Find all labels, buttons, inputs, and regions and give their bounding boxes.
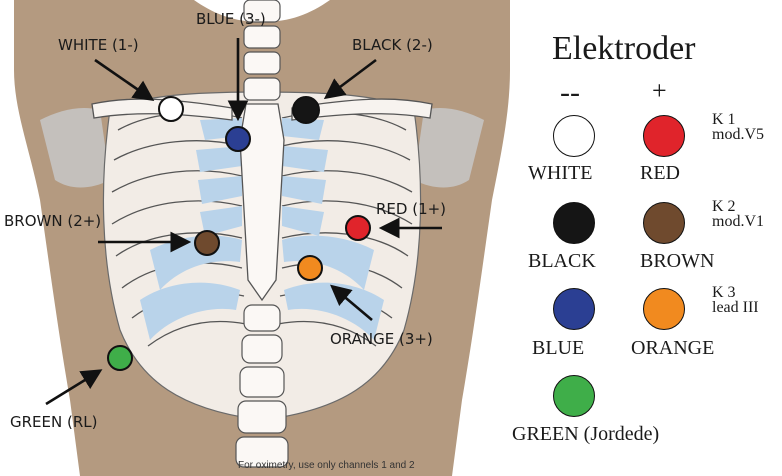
electrode-brown: [194, 230, 220, 256]
label-red: RED (1+): [376, 200, 446, 218]
legend-label-white: WHITE: [528, 162, 592, 185]
label-orange: ORANGE (3+): [330, 330, 433, 348]
legend-dot-brown: [643, 202, 685, 244]
label-white: WHITE (1-): [58, 36, 139, 54]
legend-title: Elektroder: [552, 30, 696, 68]
footnote: For oximetry, use only channels 1 and 2: [238, 460, 415, 471]
legend-dot-green: [553, 375, 595, 417]
electrode-orange: [297, 255, 323, 281]
legend-label-brown: BROWN: [640, 250, 714, 273]
label-green: GREEN (RL): [10, 413, 97, 431]
electrode-blue: [225, 126, 251, 152]
legend-k1: K 1: [712, 113, 736, 127]
legend-plus-header: +: [652, 78, 667, 104]
legend-minus-header: --: [560, 78, 580, 108]
electrode-black: [292, 96, 320, 124]
legend-label-green: GREEN (Jordede): [512, 423, 659, 446]
legend-dot-red: [643, 115, 685, 157]
legend-k3-lead: lead III: [712, 301, 759, 315]
electrode-green: [107, 345, 133, 371]
legend-k2-lead: mod.V1: [712, 215, 764, 229]
legend-dot-black: [553, 202, 595, 244]
label-blue: BLUE (3-): [196, 10, 266, 28]
legend-k2: K 2: [712, 200, 736, 214]
label-black: BLACK (2-): [352, 36, 433, 54]
electrode-white: [158, 96, 184, 122]
legend-label-orange: ORANGE: [631, 337, 714, 360]
label-brown: BROWN (2+): [4, 212, 101, 230]
electrode-red: [345, 215, 371, 241]
legend-label-blue: BLUE: [532, 337, 584, 360]
legend-dot-blue: [553, 288, 595, 330]
legend-k1-lead: mod.V5: [712, 128, 764, 142]
legend-dot-white: [553, 115, 595, 157]
legend-dot-orange: [643, 288, 685, 330]
legend-label-black: BLACK: [528, 250, 596, 273]
legend-label-red: RED: [640, 162, 680, 185]
legend-k3: K 3: [712, 286, 736, 300]
